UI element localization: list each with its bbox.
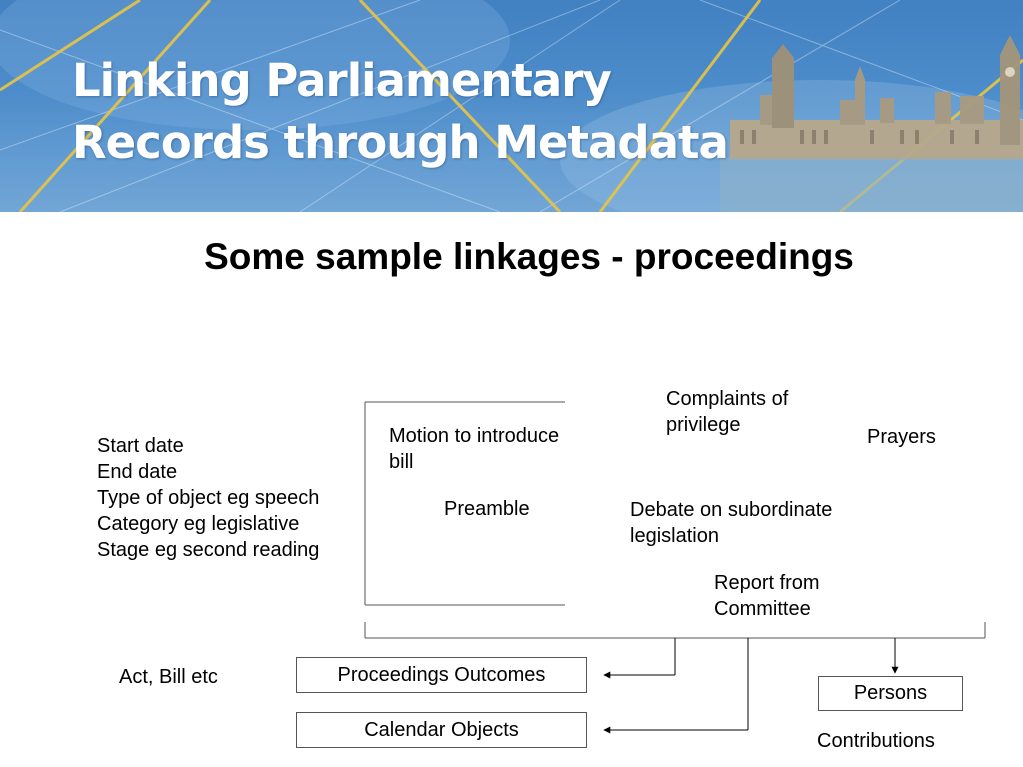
proceeding-complaints-line-1: Complaints of [666, 388, 789, 410]
parliament-image [720, 35, 1023, 212]
slide-title: Some sample linkages - proceedings [204, 236, 854, 277]
attribute-end-date: End date [97, 461, 178, 483]
banner-title: Linking Parliamentary Records through Me… [72, 50, 729, 174]
collecting-brace [364, 622, 986, 639]
proceeding-motion-line-2: bill [389, 451, 414, 473]
proceeding-report-line-2: Committee [714, 598, 811, 620]
attribute-category: Category eg legislative [97, 513, 300, 535]
proceeding-debate-line-2: legislation [630, 525, 719, 547]
calendar-objects-box: Calendar Objects [296, 712, 587, 748]
attribute-start-date: Start date [97, 435, 184, 457]
banner-title-line-1: Linking Parliamentary [72, 54, 612, 107]
proceedings-outcomes-box: Proceedings Outcomes [296, 657, 587, 693]
label-act-bill: Act, Bill etc [119, 666, 218, 688]
persons-box: Persons [818, 676, 963, 711]
arrow-to-calendar-objects [603, 638, 749, 734]
header-banner: Linking Parliamentary Records through Me… [0, 0, 1023, 212]
label-contributions: Contributions [817, 730, 935, 752]
banner-decoration [0, 0, 1023, 212]
attribute-bracket [364, 401, 565, 606]
proceeding-debate-line-1: Debate on subordinate [630, 499, 833, 521]
proceeding-prayers: Prayers [867, 426, 936, 448]
proceeding-motion-line-1: Motion to introduce [389, 425, 560, 447]
attribute-type: Type of object eg speech [97, 487, 320, 509]
attribute-stage: Stage eg second reading [97, 539, 320, 561]
proceeding-report-line-1: Report from [714, 572, 820, 594]
proceeding-complaints-line-2: privilege [666, 414, 741, 436]
banner-title-line-2: Records through Metadata [72, 116, 729, 169]
arrow-to-proceedings-outcomes [603, 638, 676, 679]
proceeding-preamble: Preamble [444, 498, 530, 520]
